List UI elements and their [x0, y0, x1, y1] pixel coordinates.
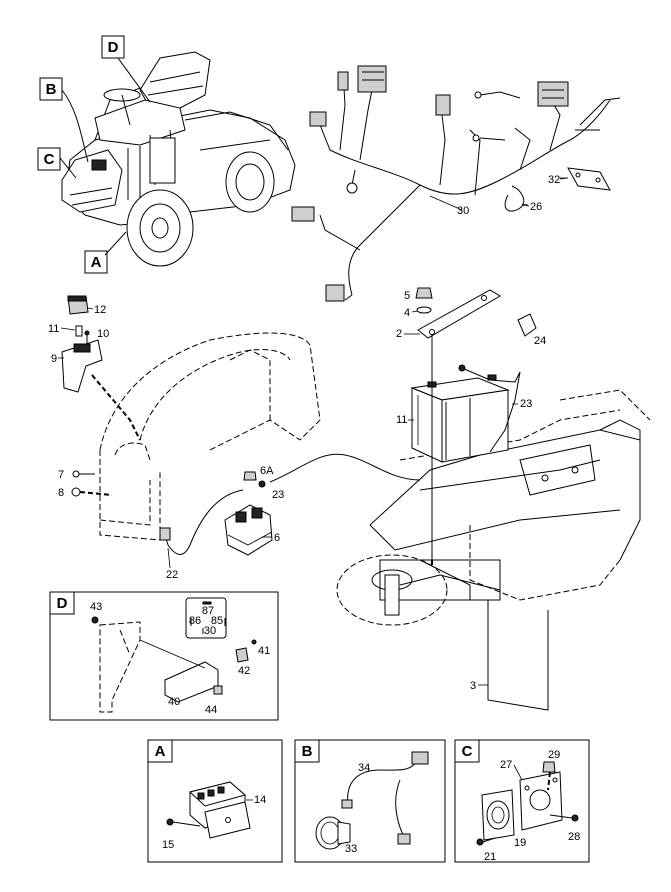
label-28: 28: [568, 831, 580, 843]
label-11-battery: 11: [396, 414, 407, 426]
label-22: 22: [166, 569, 178, 581]
callout-a: A: [84, 231, 127, 274]
battery-11: [410, 374, 510, 463]
plate-27: [519, 771, 563, 831]
label-19: 19: [514, 837, 526, 849]
label-2: 2: [396, 328, 402, 340]
detail-c-panel: C: [454, 739, 590, 863]
relay-pin-30: 30: [204, 625, 216, 637]
label-21: 21: [484, 851, 496, 863]
label-27: 27: [500, 759, 512, 771]
label-26: 26: [530, 201, 542, 213]
cable-tie-26: [504, 185, 529, 212]
label-10: 10: [97, 328, 109, 340]
label-6a: 6A: [260, 465, 274, 477]
socket-19: [481, 789, 515, 841]
label-5: 5: [404, 290, 410, 302]
detail-b-letter: B: [302, 743, 313, 760]
callout-b-label: B: [46, 81, 57, 98]
label-30: 30: [457, 205, 469, 217]
label-40: 40: [168, 696, 180, 708]
callout-b: B: [39, 77, 89, 163]
fender-outline: [99, 332, 321, 541]
label-23-neg: 23: [520, 398, 532, 410]
label-12: 12: [94, 304, 106, 316]
label-9: 9: [51, 353, 57, 365]
wiring-harness-30: [291, 65, 621, 302]
callout-d-label: D: [108, 39, 119, 56]
label-42: 42: [238, 665, 250, 677]
terminal-boot-24: [517, 313, 537, 337]
hour-meter-33: [315, 816, 351, 850]
label-8: 8: [58, 487, 64, 499]
label-3: 3: [470, 680, 476, 692]
screw-7: [72, 470, 95, 478]
tractor-illustration: [61, 51, 296, 267]
label-14: 14: [254, 794, 266, 806]
label-32: 32: [548, 174, 560, 186]
clip-11: [75, 325, 83, 337]
callout-a-label: A: [91, 254, 102, 271]
label-7: 7: [58, 469, 64, 481]
cable-22: [159, 489, 244, 555]
relay-pin-87: 87: [202, 605, 214, 617]
nut-6a: [243, 471, 257, 481]
label-41: 41: [258, 645, 270, 657]
label-43: 43: [90, 601, 102, 613]
bracket-32: [560, 167, 611, 191]
relay-diagram: 87 86 85 30: [185, 597, 227, 639]
battery-strap-2: [417, 289, 501, 339]
washer-8: [71, 487, 113, 497]
chassis-frame: [336, 389, 651, 626]
rod-3: [431, 335, 549, 711]
label-15: 15: [162, 839, 174, 851]
detail-d-letter: D: [57, 595, 68, 612]
nut-5: [415, 287, 433, 299]
label-6: 6: [274, 532, 280, 544]
bolt-28: [549, 814, 579, 822]
detail-c-letter: C: [462, 743, 473, 760]
label-11-seat: 11: [48, 323, 59, 335]
label-29: 29: [548, 749, 560, 761]
detail-a-panel: A: [147, 739, 283, 863]
nut-29: [542, 761, 556, 791]
label-33: 33: [345, 843, 357, 855]
screw-21: [476, 837, 496, 846]
washer-4: [416, 306, 432, 314]
part-labels: 12 11 10 9 7 8 6A 23 6 22 5 4 2 24 11 23…: [48, 174, 580, 863]
solenoid-6: [224, 504, 273, 556]
label-34: 34: [358, 762, 370, 774]
switch-14: [188, 781, 251, 839]
detail-a-letter: A: [155, 743, 166, 760]
callout-c-label: C: [44, 151, 55, 168]
screw-15: [166, 818, 201, 827]
detail-d-panel: D 87 86 85 30: [49, 591, 279, 721]
label-24: 24: [534, 335, 546, 347]
callout-d: D: [101, 35, 151, 103]
relay-pin-86: 86: [189, 615, 201, 627]
label-44: 44: [205, 704, 217, 716]
battery-cable-23-pos: [258, 453, 421, 488]
relay-12: [67, 295, 89, 315]
label-4: 4: [404, 307, 410, 319]
label-23-pos: 23: [272, 489, 284, 501]
harness-34: [341, 751, 429, 845]
callout-c: C: [37, 147, 77, 179]
detail-b-panel: B: [294, 739, 446, 863]
bracket-9: [61, 339, 141, 441]
relay-pin-85: 85: [211, 615, 223, 627]
battery-cable-23-neg: [458, 364, 521, 453]
